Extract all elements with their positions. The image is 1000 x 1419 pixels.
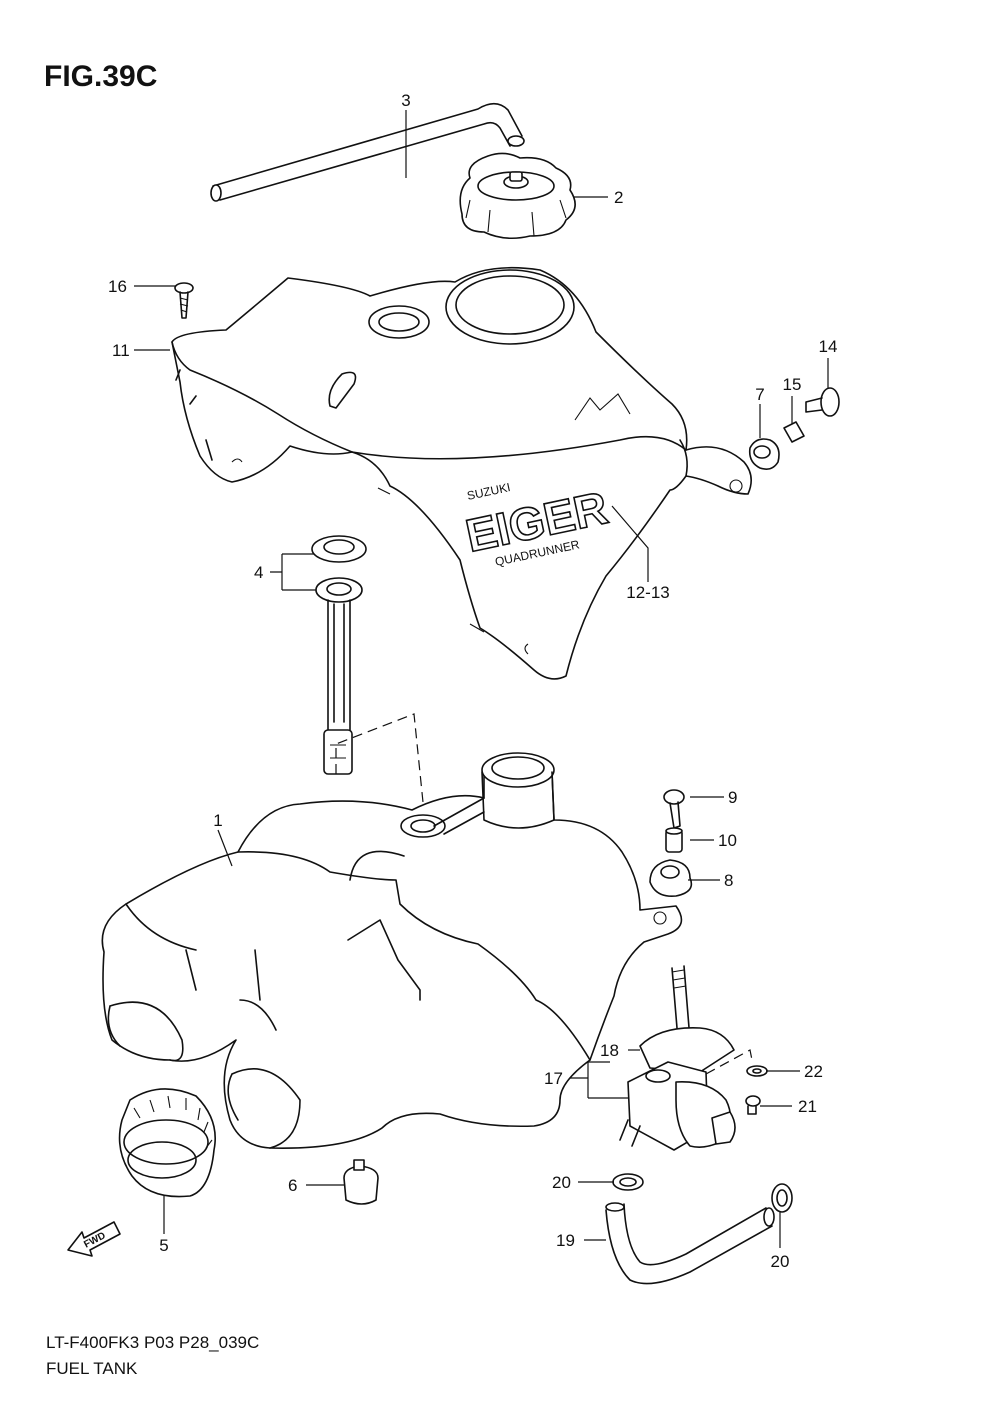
part-tank-bolt xyxy=(663,789,685,829)
part-hose-clamp-right xyxy=(771,1183,793,1213)
callout-16: 16 xyxy=(108,277,127,296)
forward-direction-arrow: FWD xyxy=(67,1221,121,1257)
callout-17: 17 xyxy=(544,1069,563,1088)
part-fuel-valve xyxy=(619,965,768,1151)
callout-12-13: 12-13 xyxy=(626,583,669,602)
callout-5: 5 xyxy=(159,1236,168,1255)
footer-section-name: FUEL TANK xyxy=(46,1359,138,1378)
callout-20-lower: 20 xyxy=(552,1173,571,1192)
part-tank-cover: EIGER SUZUKI QUADRUNNER xyxy=(171,266,752,680)
part-fuel-hose xyxy=(605,1202,775,1285)
callout-10: 10 xyxy=(718,831,737,850)
callout-21: 21 xyxy=(798,1097,817,1116)
callout-6: 6 xyxy=(288,1176,297,1195)
callout-8: 8 xyxy=(724,871,733,890)
callout-20-right: 20 xyxy=(771,1252,790,1271)
callout-2: 2 xyxy=(614,188,623,207)
callout-3: 3 xyxy=(401,91,410,110)
callout-4: 4 xyxy=(254,563,263,582)
part-collar xyxy=(783,421,805,443)
part-fuel-cap xyxy=(459,152,576,240)
part-tank-collar xyxy=(665,827,683,853)
part-grommet-upper xyxy=(748,438,780,470)
part-cover-bolt xyxy=(805,387,840,417)
callout-15: 15 xyxy=(783,375,802,394)
part-band xyxy=(118,1088,216,1198)
part-hose-clamp-lower xyxy=(612,1173,644,1191)
callout-labels: 3 2 16 11 14 15 7 12-13 4 1 9 10 8 18 17… xyxy=(108,91,837,1271)
callout-19: 19 xyxy=(556,1231,575,1250)
callout-18: 18 xyxy=(600,1041,619,1060)
callout-7: 7 xyxy=(755,385,764,404)
callout-9: 9 xyxy=(728,788,737,807)
callout-11: 11 xyxy=(112,341,130,360)
footer-model-code: LT-F400FK3 P03 P28_039C xyxy=(46,1333,260,1352)
callout-22: 22 xyxy=(804,1062,823,1081)
part-tank-grommet xyxy=(649,859,693,898)
part-breather-hose xyxy=(210,102,525,202)
leader-lines xyxy=(134,110,829,1248)
callout-1: 1 xyxy=(213,811,222,830)
part-fuel-tank xyxy=(101,752,683,1149)
callout-14: 14 xyxy=(819,337,838,356)
part-damper xyxy=(343,1159,379,1205)
assembly-guide-gauge xyxy=(335,713,425,813)
figure-title: FIG.39C xyxy=(44,60,158,93)
part-fuel-gauge xyxy=(311,535,367,775)
part-screw xyxy=(174,282,194,319)
